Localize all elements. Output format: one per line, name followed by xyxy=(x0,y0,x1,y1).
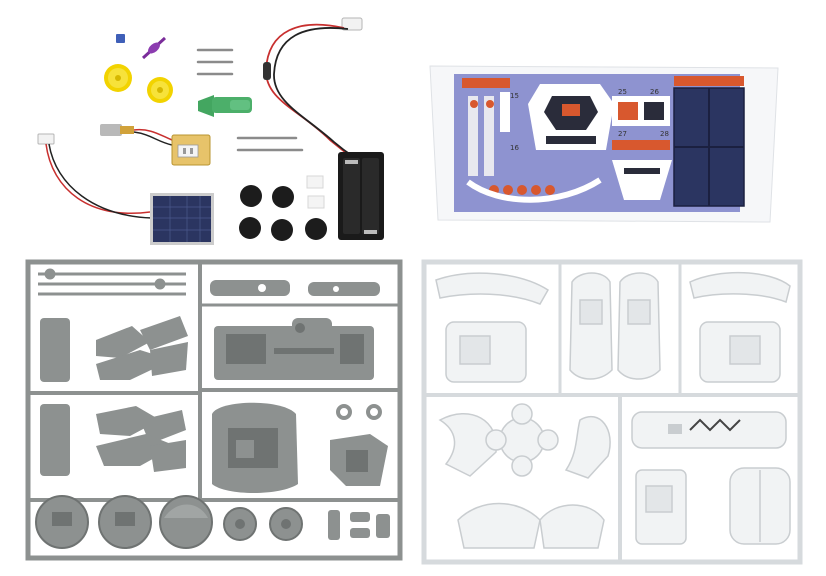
loose-parts xyxy=(37,17,384,245)
white-cross-part xyxy=(485,403,559,477)
sticker-label-2: 26 xyxy=(650,88,659,96)
sticker-sheet: 25 26 27 28 15 16 xyxy=(429,65,779,223)
rubber-discs xyxy=(239,185,327,241)
grey-chassis xyxy=(214,318,374,380)
white-parts-sprue xyxy=(421,259,803,565)
white-arm-top-right xyxy=(689,271,791,304)
white-arm-top-left xyxy=(435,272,550,305)
foam-pads xyxy=(306,175,325,209)
small-motor xyxy=(100,124,173,146)
grey-rods xyxy=(38,268,186,296)
sticker-label-4: 28 xyxy=(660,130,669,138)
white-side-blocks xyxy=(445,321,781,383)
sticker-orange-dots xyxy=(489,185,555,195)
sticker-label-1: 25 xyxy=(618,88,627,96)
green-motor-shaft xyxy=(198,95,252,117)
yellow-gear-right xyxy=(147,77,173,103)
grey-leg-pieces-upper xyxy=(40,316,188,382)
sticker-right-panels xyxy=(612,96,672,200)
grey-link-bar-1 xyxy=(210,280,290,296)
sticker-arc xyxy=(466,177,602,203)
white-chest-plate xyxy=(631,411,787,449)
grey-leg-pieces-lower xyxy=(40,404,186,476)
white-body-shells xyxy=(569,272,661,380)
small-blue-part xyxy=(116,34,125,43)
grey-rings xyxy=(336,404,382,420)
sticker-solar-panel xyxy=(673,76,745,207)
solar-panel xyxy=(150,193,214,245)
solar-panel-wires xyxy=(37,133,153,219)
sticker-left-strips xyxy=(462,78,510,176)
yellow-gear-left xyxy=(104,64,132,92)
sticker-label-3: 27 xyxy=(618,130,627,138)
sticker-label-5: 15 xyxy=(510,92,519,100)
white-small-blocks xyxy=(635,467,791,545)
sticker-label-6: 16 xyxy=(510,144,519,152)
battery-holder xyxy=(338,152,384,240)
metal-rods xyxy=(196,48,304,152)
white-feet xyxy=(457,502,605,549)
grey-arm-piece xyxy=(330,434,388,486)
sticker-robot-face xyxy=(528,84,614,150)
grey-parts-sprue xyxy=(25,259,403,561)
grey-small-bits xyxy=(328,510,390,540)
grey-head-shell xyxy=(212,402,298,493)
grey-wheels xyxy=(35,495,303,549)
white-curved-arm xyxy=(438,412,611,479)
purple-gear-axle xyxy=(141,36,167,60)
switch-board xyxy=(171,134,211,166)
grey-link-bar-2 xyxy=(308,282,380,296)
